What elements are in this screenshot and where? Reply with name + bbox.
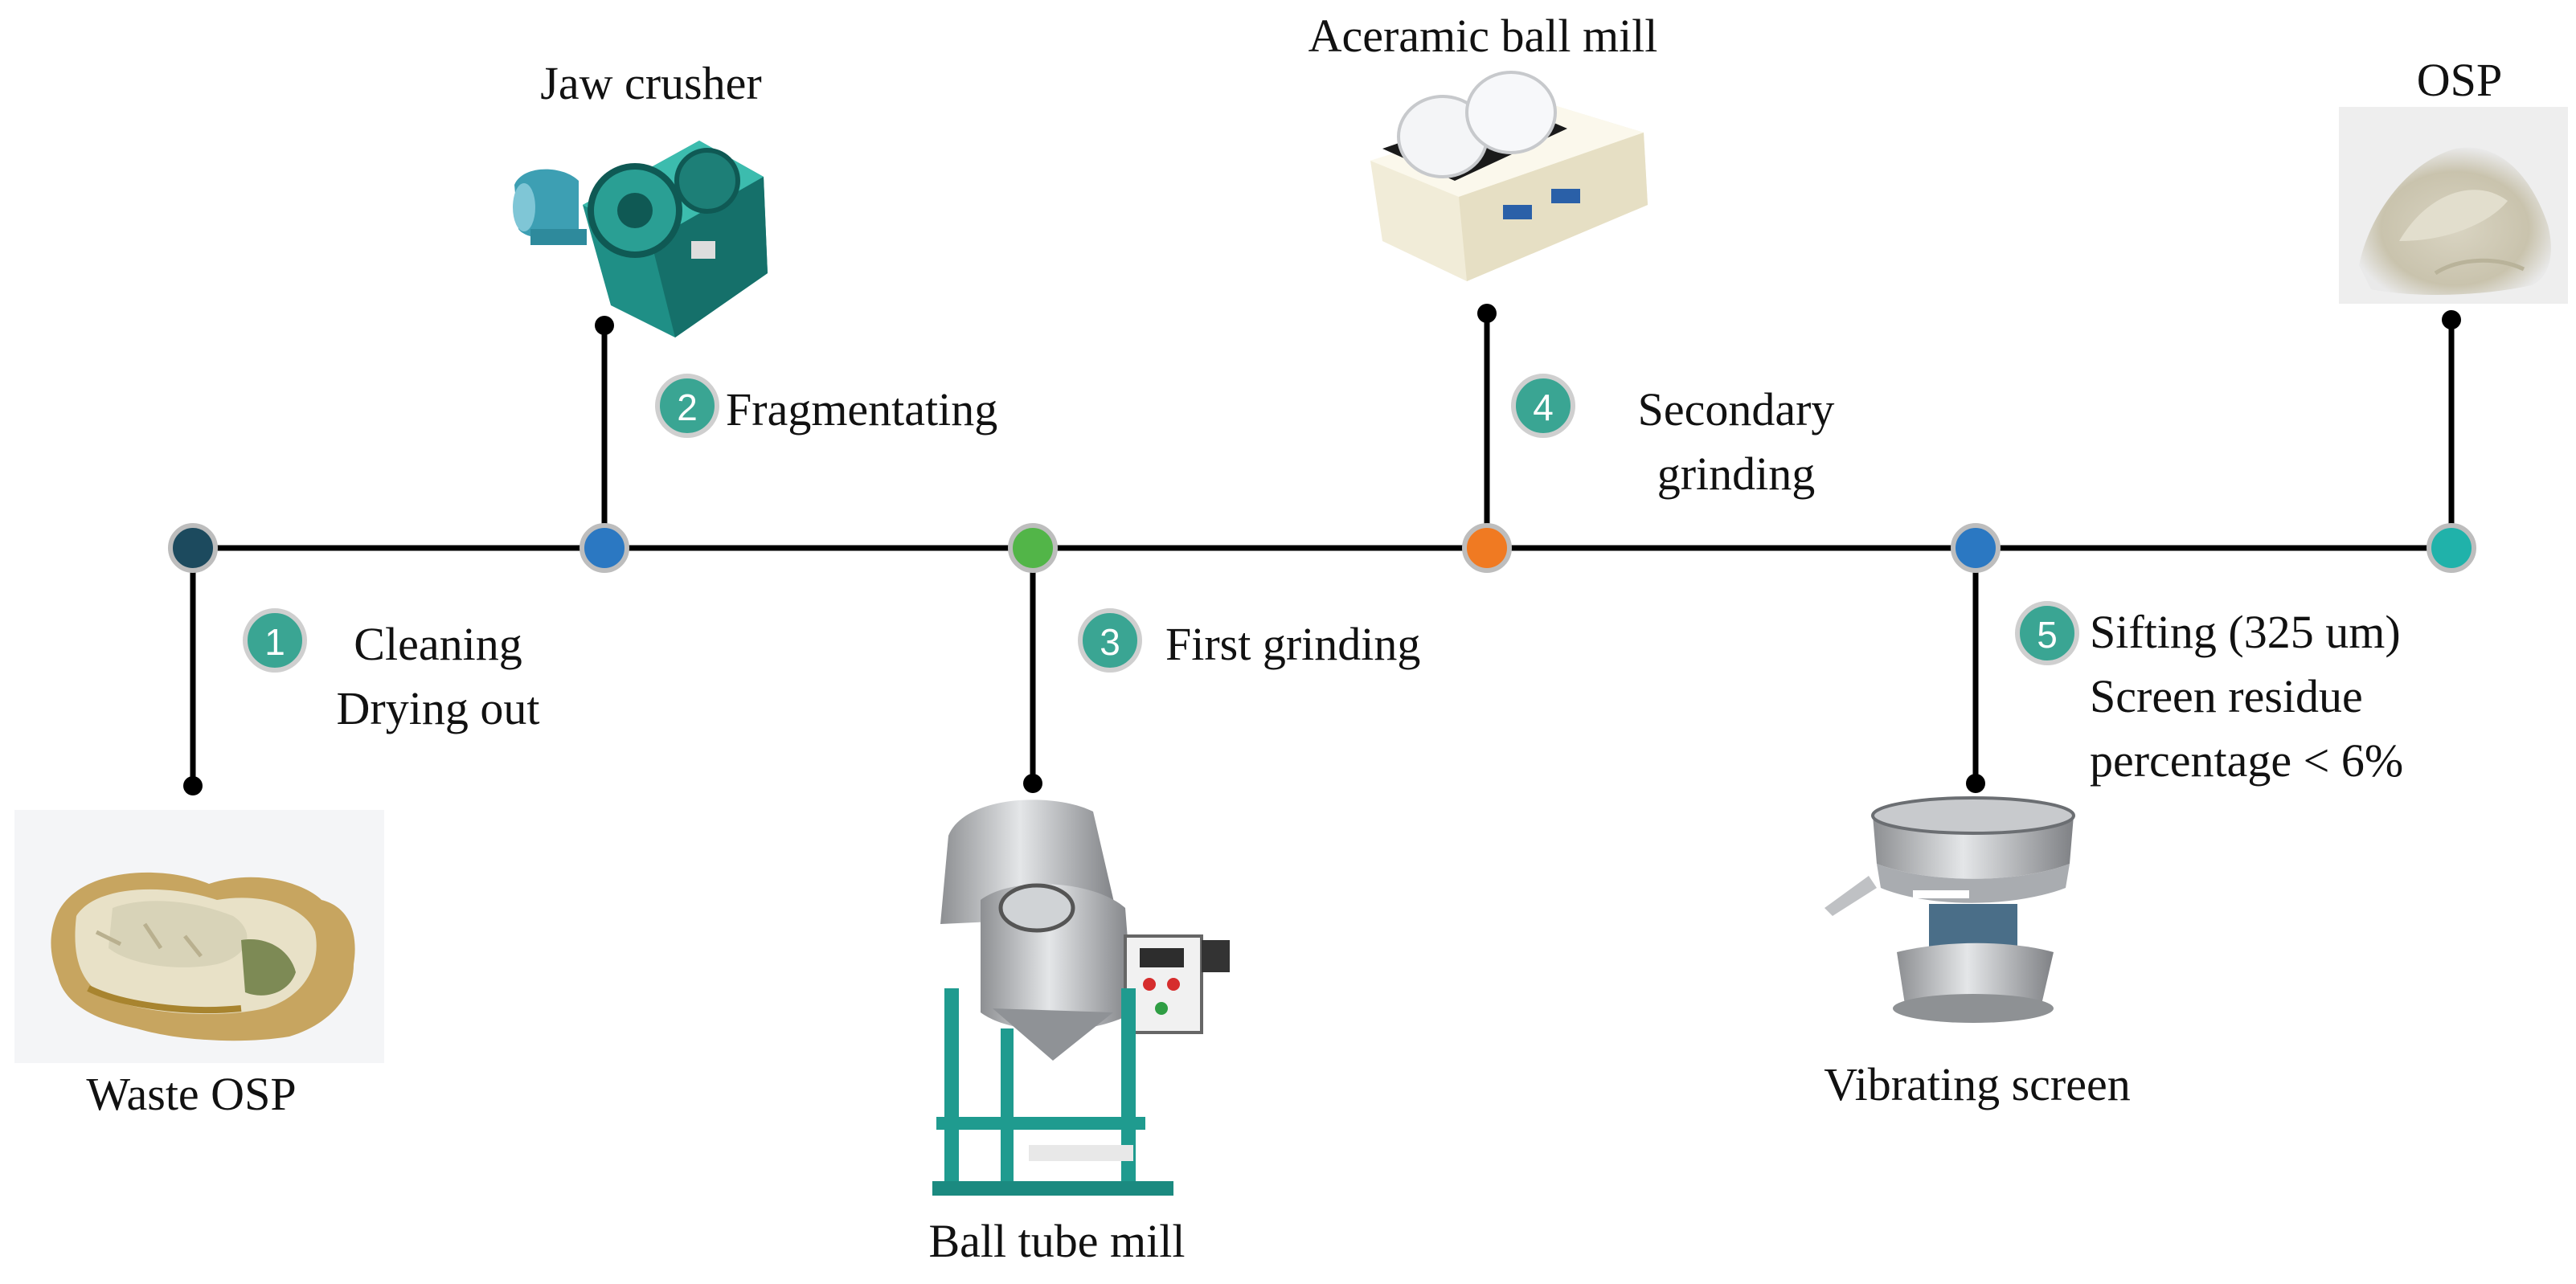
jaw-crusher-icon — [513, 141, 768, 337]
connector-end-6 — [2442, 310, 2461, 329]
connector-end-2 — [595, 316, 614, 335]
step-badge-5: 5 — [2015, 601, 2079, 665]
step-badge-2: 2 — [655, 374, 719, 438]
step-4-line-1: Secondary — [1637, 383, 1835, 435]
step-badge-1: 1 — [243, 608, 307, 673]
step-4-text: Secondary grinding — [1575, 378, 1897, 506]
connector-end-3 — [1023, 774, 1042, 793]
step-badge-4: 4 — [1511, 374, 1575, 438]
timeline-node-3 — [1008, 523, 1058, 573]
osp-label: OSP — [2416, 54, 2503, 106]
svg-text:2: 2 — [677, 386, 698, 428]
vibrating-screen-icon — [1824, 796, 2075, 1023]
step-4-line-2: grinding — [1657, 448, 1816, 500]
jaw-crusher-label: Jaw crusher — [540, 57, 762, 109]
timeline-node-4 — [1462, 523, 1512, 573]
vibrating-screen-label: Vibrating screen — [1824, 1058, 2131, 1110]
ball-tube-mill-icon — [932, 799, 1230, 1196]
step-1-text: Cleaning Drying out — [285, 612, 591, 741]
step-3-text: First grinding — [1165, 618, 1421, 670]
timeline-node-2 — [579, 523, 629, 573]
step-5-text: Sifting (325 um) Screen residue percenta… — [2090, 600, 2403, 793]
step-1-line-2: Drying out — [336, 682, 540, 734]
svg-text:1: 1 — [264, 621, 285, 663]
connector-end-1 — [183, 776, 203, 795]
ball-tube-mill-label: Ball tube mill — [928, 1215, 1186, 1267]
ceramic-ball-mill-label: Aceramic ball mill — [1308, 10, 1658, 62]
connector-end-5 — [1966, 774, 1985, 793]
step-2-text: Fragmentating — [726, 383, 998, 435]
step-5-line-2: Screen residue — [2090, 670, 2363, 722]
timeline-node-6 — [2427, 523, 2476, 573]
svg-text:4: 4 — [1533, 386, 1554, 428]
step-5-line-1: Sifting (325 um) — [2090, 606, 2401, 658]
step-5-line-3: percentage < 6% — [2090, 734, 2404, 787]
connector-end-4 — [1477, 304, 1497, 323]
ceramic-ball-mill-icon — [1370, 71, 1648, 281]
timeline-node-1 — [168, 523, 218, 573]
svg-text:5: 5 — [2037, 614, 2058, 656]
osp-powder-icon — [2339, 107, 2568, 304]
waste-osp-label: Waste OSP — [86, 1068, 297, 1120]
svg-text:3: 3 — [1100, 621, 1120, 663]
oyster-shell-icon — [14, 810, 384, 1063]
timeline-node-5 — [1951, 523, 2001, 573]
step-badge-3: 3 — [1078, 608, 1142, 673]
step-1-line-1: Cleaning — [354, 618, 522, 670]
